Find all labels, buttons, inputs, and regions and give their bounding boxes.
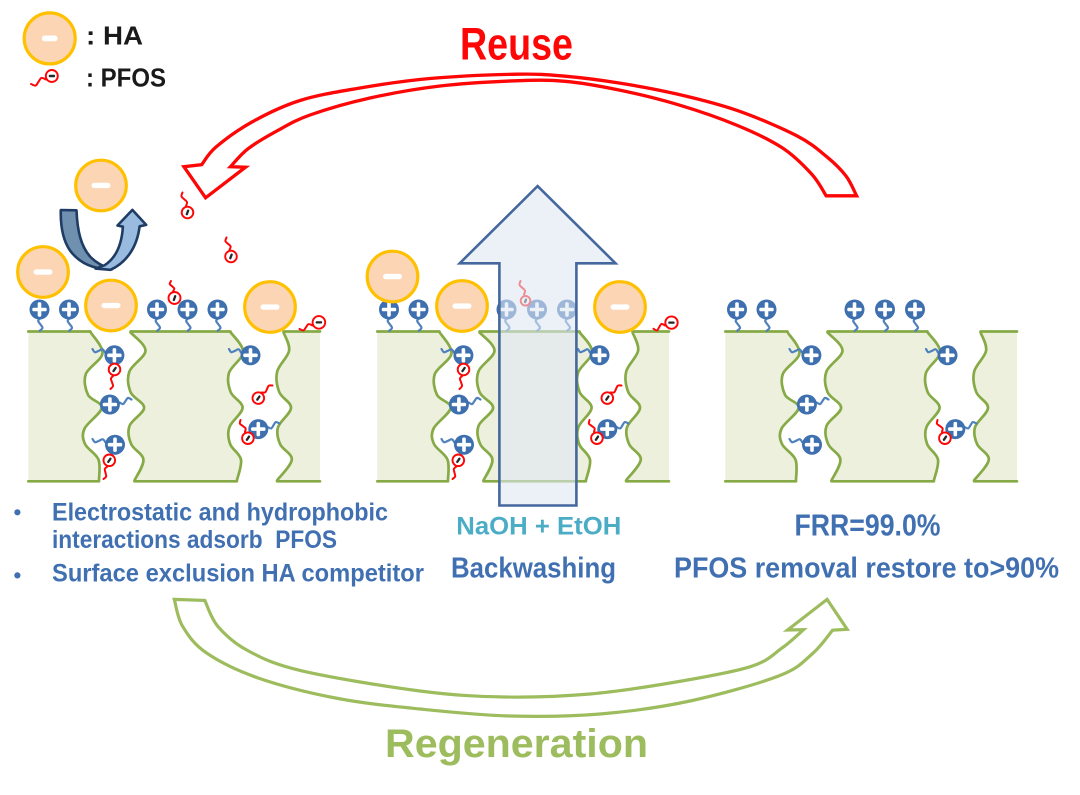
svg-text:FRR=99.0%: FRR=99.0% [795,509,941,543]
svg-text:Backwashing: Backwashing [451,553,616,585]
svg-text:Regeneration: Regeneration [385,722,648,766]
svg-text:Electrostatic and hydrophobic: Electrostatic and hydrophobic [52,498,388,526]
svg-text:: HA: : HA [86,21,143,51]
svg-text:: PFOS: : PFOS [86,63,166,93]
svg-text:NaOH + EtOH: NaOH + EtOH [456,512,621,540]
svg-text:PFOS removal restore to>90%: PFOS removal restore to>90% [674,553,1059,585]
svg-text:Surface exclusion HA competito: Surface exclusion HA competitor [52,559,424,587]
svg-text:Reuse: Reuse [460,19,573,70]
svg-text:interactions adsorb PFOS: interactions adsorb PFOS [52,526,337,554]
